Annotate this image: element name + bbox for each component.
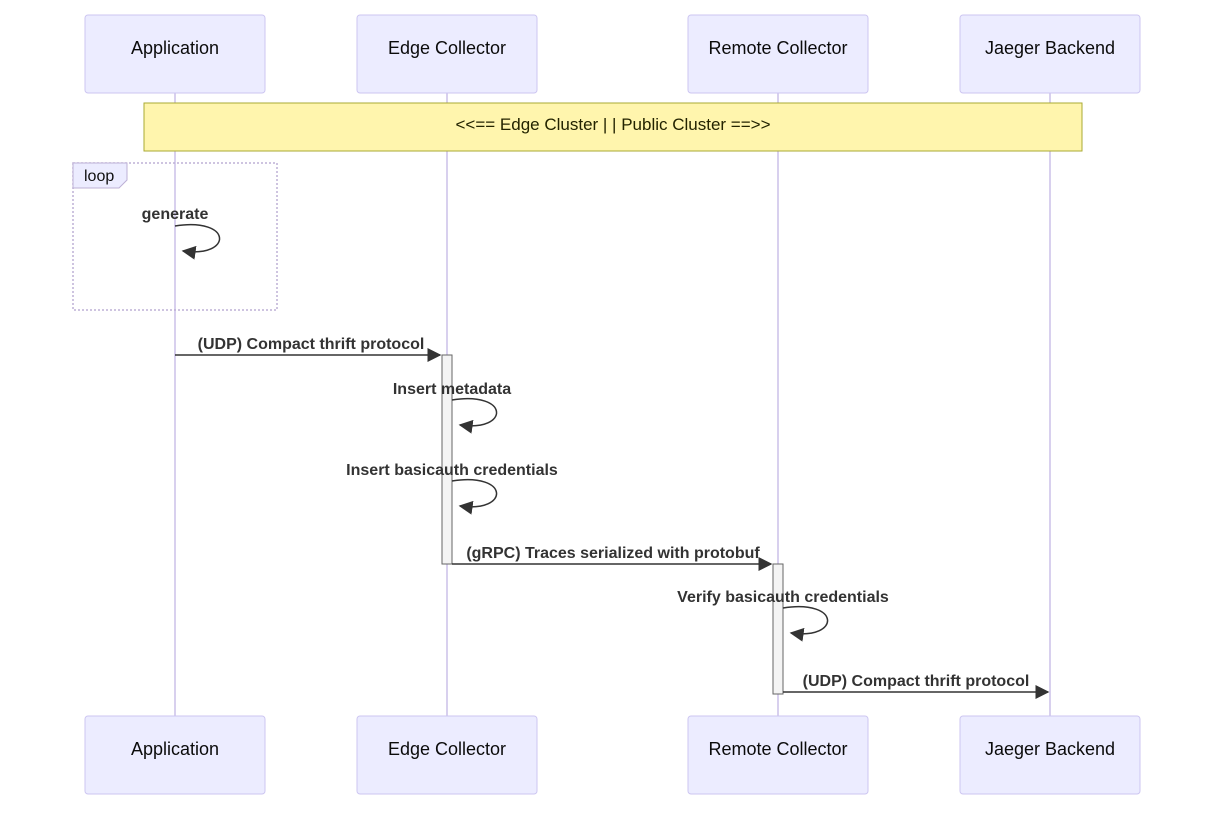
- participant-label: Application: [131, 739, 219, 759]
- message-label: (UDP) Compact thrift protocol: [803, 673, 1030, 690]
- message-insert-metadata: Insert metadata: [393, 381, 511, 434]
- message-insert-basicauth: Insert basicauth credentials: [346, 462, 558, 515]
- loop-frame-border: [72, 162, 278, 311]
- participant-box: [356, 715, 538, 795]
- activation-bar-edge-collector: [441, 354, 453, 565]
- participant-label: Remote Collector: [708, 38, 847, 58]
- participant-label: Remote Collector: [708, 739, 847, 759]
- participant-label: Jaeger Backend: [985, 739, 1115, 759]
- self-loop-arrow: [451, 398, 498, 434]
- loop-frame: loop generate: [72, 162, 278, 311]
- loop-tag-label: loop: [84, 168, 114, 185]
- participant-edge-collector-top: Edge Collector: [356, 14, 538, 94]
- participant-label: Edge Collector: [388, 739, 506, 759]
- self-loop-arrow: [451, 479, 498, 515]
- participant-application-bottom: Application: [84, 715, 266, 795]
- participant-edge-collector-bottom: Edge Collector: [356, 715, 538, 795]
- self-loop-arrow-generate: [174, 224, 221, 260]
- participant-box: [356, 14, 538, 94]
- note-box: [143, 102, 1083, 152]
- participant-application-top: Application: [84, 14, 266, 94]
- message-udp-thrift-2: (UDP) Compact thrift protocol: [783, 673, 1050, 699]
- participant-box: [687, 14, 869, 94]
- participant-box: [687, 715, 869, 795]
- note-over-clusters: <<== Edge Cluster | | Public Cluster ==>…: [143, 102, 1083, 152]
- message-grpc-protobuf: (gRPC) Traces serialized with protobuf: [452, 545, 773, 571]
- participant-remote-collector-top: Remote Collector: [687, 14, 869, 94]
- message-label: Insert basicauth credentials: [346, 462, 558, 479]
- participant-remote-collector-bottom: Remote Collector: [687, 715, 869, 795]
- participant-box: [959, 715, 1141, 795]
- participant-box: [84, 14, 266, 94]
- loop-tag: [72, 162, 128, 189]
- message-label: Verify basicauth credentials: [677, 589, 889, 606]
- participant-jaeger-backend-bottom: Jaeger Backend: [959, 715, 1141, 795]
- message-udp-thrift-1: (UDP) Compact thrift protocol: [175, 336, 442, 362]
- participant-label: Jaeger Backend: [985, 38, 1115, 58]
- activation-bar-remote-collector: [772, 563, 784, 695]
- note-label: <<== Edge Cluster | | Public Cluster ==>…: [455, 115, 770, 134]
- message-label: (gRPC) Traces serialized with protobuf: [466, 545, 760, 562]
- participant-box: [959, 14, 1141, 94]
- participant-label: Application: [131, 38, 219, 58]
- message-verify-basicauth: Verify basicauth credentials: [677, 589, 889, 642]
- message-label: (UDP) Compact thrift protocol: [198, 336, 425, 353]
- message-label: Insert metadata: [393, 381, 511, 398]
- participant-jaeger-backend-top: Jaeger Backend: [959, 14, 1141, 94]
- participant-box: [84, 715, 266, 795]
- self-loop-arrow: [782, 606, 829, 642]
- participant-label: Edge Collector: [388, 38, 506, 58]
- message-label-generate: generate: [142, 206, 209, 223]
